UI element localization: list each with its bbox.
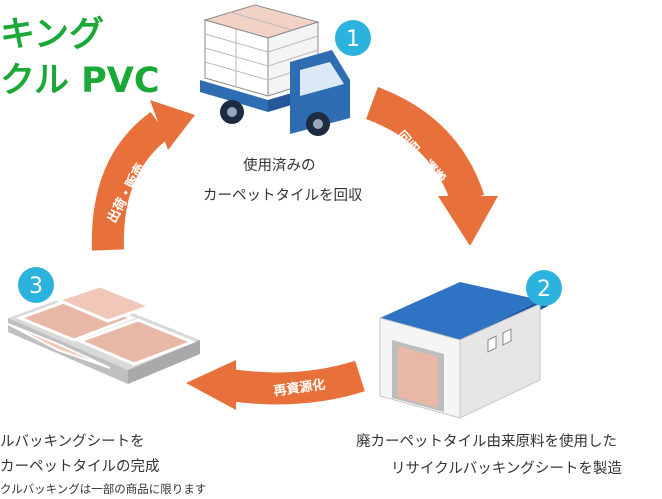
- arrow-label-recycle: 再資源化: [273, 376, 327, 399]
- title-line-2: クル PVC: [0, 61, 160, 101]
- arrow-recycle: 再資源化: [186, 360, 365, 410]
- step-number-1: 1: [346, 27, 360, 52]
- title-line-1: キング: [0, 15, 104, 55]
- step-badge-1: 1: [335, 20, 371, 56]
- tiles-illustration: [7, 284, 200, 384]
- arrow-collect-transport: 回収・運搬: [365, 87, 498, 246]
- truck-illustration: [200, 4, 350, 136]
- step-2-caption-line-1: 廃カーペットタイル由来原料を使用した: [356, 434, 617, 450]
- step-badge-2: 2: [526, 270, 562, 306]
- step-number-2: 2: [537, 277, 551, 302]
- step-2-caption-line-2: リサイクルバッキングシートを製造: [391, 461, 622, 477]
- step-1-caption-line-2: カーペットタイルを回収: [203, 188, 363, 204]
- step-badge-3: 3: [18, 267, 54, 303]
- step-number-3: 3: [29, 274, 43, 299]
- factory-illustration: [379, 282, 548, 419]
- step-3-caption-line-2: カーペットタイルの完成: [0, 459, 160, 475]
- step-3-note: クルバッキングは一部の商品に限ります: [0, 482, 207, 496]
- arrow-ship-sell: 出荷・販売: [91, 100, 195, 251]
- step-3-caption-line-1: ルバッキングシートを: [0, 434, 145, 450]
- step-1-caption-line-1: 使用済みの: [243, 158, 316, 174]
